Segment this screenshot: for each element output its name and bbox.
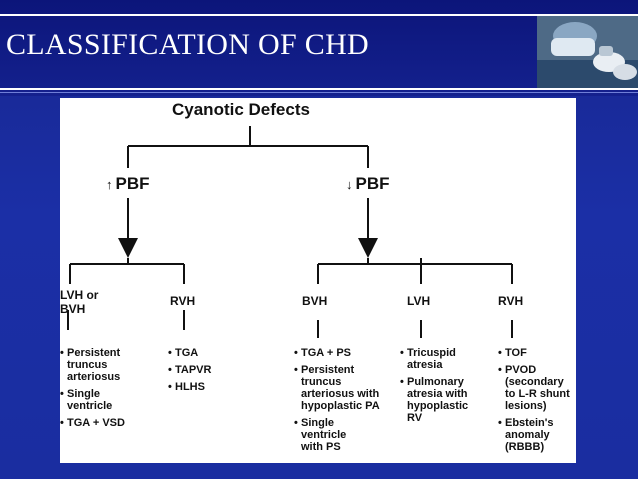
- group-header: RVH: [170, 294, 196, 308]
- top-rule: [0, 14, 638, 16]
- list-item: HLHS: [168, 381, 211, 393]
- group-items: Persistent truncus arteriosus Single ven…: [60, 347, 125, 434]
- surgeon-photo: [537, 16, 638, 88]
- pbf-text: PBF: [355, 174, 390, 193]
- list-item: PVOD (secondary to L-R shunt lesions): [498, 364, 570, 412]
- decreased-pbf-label: ↓PBF: [346, 174, 390, 194]
- group-items: Tricuspid atresia Pulmonary atresia with…: [400, 347, 468, 429]
- list-item: TAPVR: [168, 364, 211, 376]
- list-item: Tricuspid atresia: [400, 347, 468, 371]
- list-item: TGA: [168, 347, 211, 359]
- increased-pbf-label: ↑PBF: [106, 174, 150, 194]
- bottom-rule: [0, 88, 638, 90]
- group-header: LVH or BVH: [60, 288, 99, 316]
- list-item: Pulmonary atresia with hypoplastic RV: [400, 376, 468, 424]
- list-item: Persistent truncus arteriosus with hypop…: [294, 364, 380, 412]
- tree-connectors: [67, 126, 513, 338]
- up-arrow-icon: ↑: [106, 177, 113, 192]
- pbf-text: PBF: [115, 174, 150, 193]
- list-item: TGA + PS: [294, 347, 380, 359]
- group-items: TGA TAPVR HLHS: [168, 347, 211, 398]
- list-item: TGA + VSD: [60, 417, 125, 429]
- list-item: TOF: [498, 347, 570, 359]
- bottom-rule-thin: [0, 92, 638, 93]
- list-item: Single ventricle: [60, 388, 125, 412]
- group-header: BVH: [302, 294, 328, 308]
- title-bar: [0, 0, 638, 96]
- list-item: Persistent truncus arteriosus: [60, 347, 125, 383]
- slide-title: CLASSIFICATION OF CHD: [6, 28, 370, 61]
- cyanotic-defects-diagram: Cyanotic Defects ↑PBF ↓PBF LVH or BVH RV…: [60, 98, 576, 463]
- root-label: Cyanotic Defects: [172, 100, 310, 119]
- group-items: TOF PVOD (secondary to L-R shunt lesions…: [498, 347, 570, 458]
- list-item: Ebstein's anomaly (RBBB): [498, 417, 570, 453]
- group-header: LVH: [407, 294, 431, 308]
- group-items: TGA + PS Persistent truncus arteriosus w…: [294, 347, 380, 458]
- list-item: Single ventricle with PS: [294, 417, 380, 453]
- group-header: RVH: [498, 294, 524, 308]
- down-arrow-icon: ↓: [346, 177, 353, 192]
